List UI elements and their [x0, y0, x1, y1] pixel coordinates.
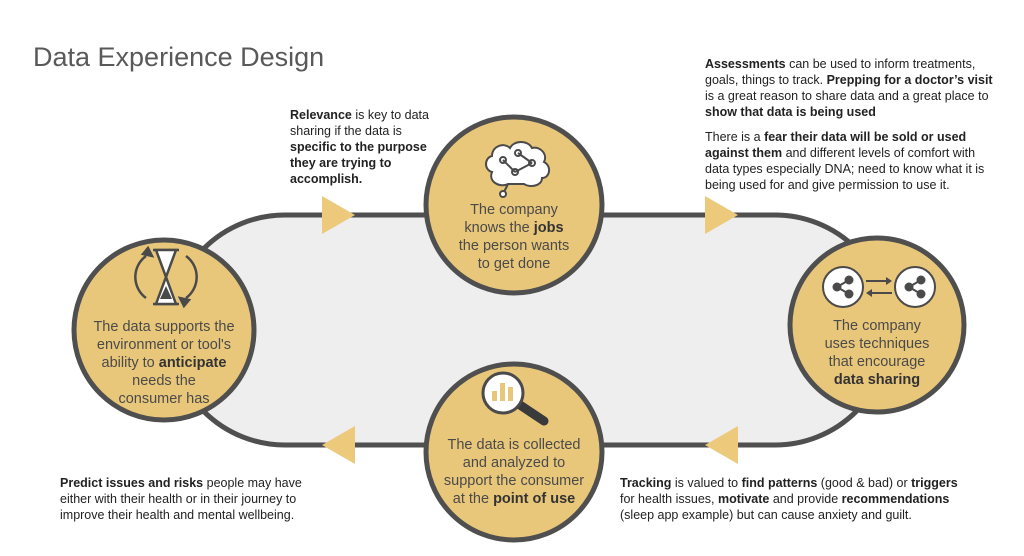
node-left-line2: environment or tool's [96, 337, 232, 353]
node-right-text: The company uses techniques that encoura… [807, 317, 947, 389]
note-tracking-text-1: is valued to [671, 476, 742, 490]
node-left-line3: ability to anticipate [86, 354, 242, 372]
node-top-line2: knows the jobs [444, 219, 584, 237]
note-tracking-bold-3: triggers [911, 476, 958, 490]
node-top-line2-text: knows the [464, 220, 534, 236]
arrow-bottom-right [705, 426, 738, 464]
node-bottom-line2: and analyzed to [462, 455, 566, 471]
note-tracking: Tracking is valued to find patterns (goo… [620, 475, 970, 523]
node-top-text: The company knows the jobs the person wa… [444, 201, 584, 273]
share-exchange-icon [822, 266, 936, 308]
node-bottom-text: The data is collected and analyzed to su… [439, 436, 589, 508]
arrow-top-left [322, 196, 355, 234]
note-tracking-bold-2: find patterns [741, 476, 818, 490]
note-assessments-bold-3: show that data is being used [705, 105, 876, 119]
note-tracking-bold-5: recommendations [841, 492, 950, 506]
note-assessments: Assessments can be used to inform treatm… [705, 56, 995, 120]
node-left-line4: needs the [132, 373, 196, 389]
note-tracking-text-5: (sleep app example) but can cause anxiet… [620, 508, 912, 522]
node-right-line4: data sharing [807, 371, 947, 389]
brain-network-icon [485, 141, 550, 198]
node-top-line1: The company [470, 202, 558, 218]
node-left-text: The data supports the environment or too… [86, 318, 242, 408]
note-relevance-text-1: is key to data sharing if the data is [290, 108, 429, 138]
note-predict: Predict issues and risks people may have… [60, 475, 320, 523]
node-left-circle [71, 237, 257, 423]
node-left-line1: The data supports the [93, 319, 235, 335]
node-right-line4-bold: data sharing [833, 372, 921, 388]
page-title: Data Experience Design [33, 42, 325, 72]
magnifier-chart-icon [481, 371, 549, 426]
node-right-line1: The company [833, 318, 921, 334]
node-bottom-line4-text: at the [452, 491, 494, 507]
note-fear-bold-1: fear their data will be sold or used aga… [705, 130, 967, 160]
note-tracking-bold-4: motivate [717, 492, 770, 506]
hourglass-cycle-icon [134, 245, 198, 309]
node-top-line2-bold: jobs [533, 220, 564, 236]
arrow-top-right [705, 196, 738, 234]
node-right-line3: that encourage [828, 354, 926, 370]
node-left-line5: consumer has [118, 391, 210, 407]
note-tracking-text-2: (good & bad) or [817, 476, 912, 490]
note-tracking-text-4: and provide [769, 492, 842, 506]
note-relevance-bold-2: specific to the purpose they are trying … [290, 140, 427, 186]
node-top-line4: to get done [477, 256, 551, 272]
note-assessments-bold-2: Prepping for a doctor’s visit [826, 73, 993, 87]
node-bottom-line3: support the consumer [443, 473, 585, 489]
node-right-line2: uses techniques [824, 336, 930, 352]
arrow-bottom-left [322, 426, 355, 464]
note-predict-text-1: people may have either with their health… [60, 476, 302, 522]
node-bottom-line4: at the point of use [439, 490, 589, 508]
node-left-line3-text: ability to [101, 355, 159, 371]
node-top-circle [423, 114, 605, 296]
node-bottom-line4-bold: point of use [493, 491, 576, 507]
note-fear: There is a fear their data will be sold … [705, 129, 995, 193]
note-fear-text-2: and different levels of comfort with dat… [705, 146, 985, 192]
note-predict-bold-1: Predict issues and risks [60, 476, 204, 490]
note-relevance: Relevance is key to data sharing if the … [290, 107, 438, 187]
node-bottom-circle [423, 361, 605, 543]
note-assessments-bold-1: Assessments [705, 57, 786, 71]
note-assessments-text-1: can be used to inform treatments, goals,… [705, 57, 976, 87]
node-left-line3-bold: anticipate [158, 355, 227, 371]
note-assessments-text-2: is a great reason to share data and a gr… [705, 89, 989, 103]
node-bottom-line1: The data is collected [447, 437, 581, 453]
note-relevance-bold-1: Relevance [290, 108, 352, 122]
node-top-line3: the person wants [458, 238, 570, 254]
note-tracking-text-3: for health issues, [620, 492, 718, 506]
note-tracking-bold-1: Tracking [620, 476, 672, 490]
note-fear-text-1: There is a [705, 130, 765, 144]
